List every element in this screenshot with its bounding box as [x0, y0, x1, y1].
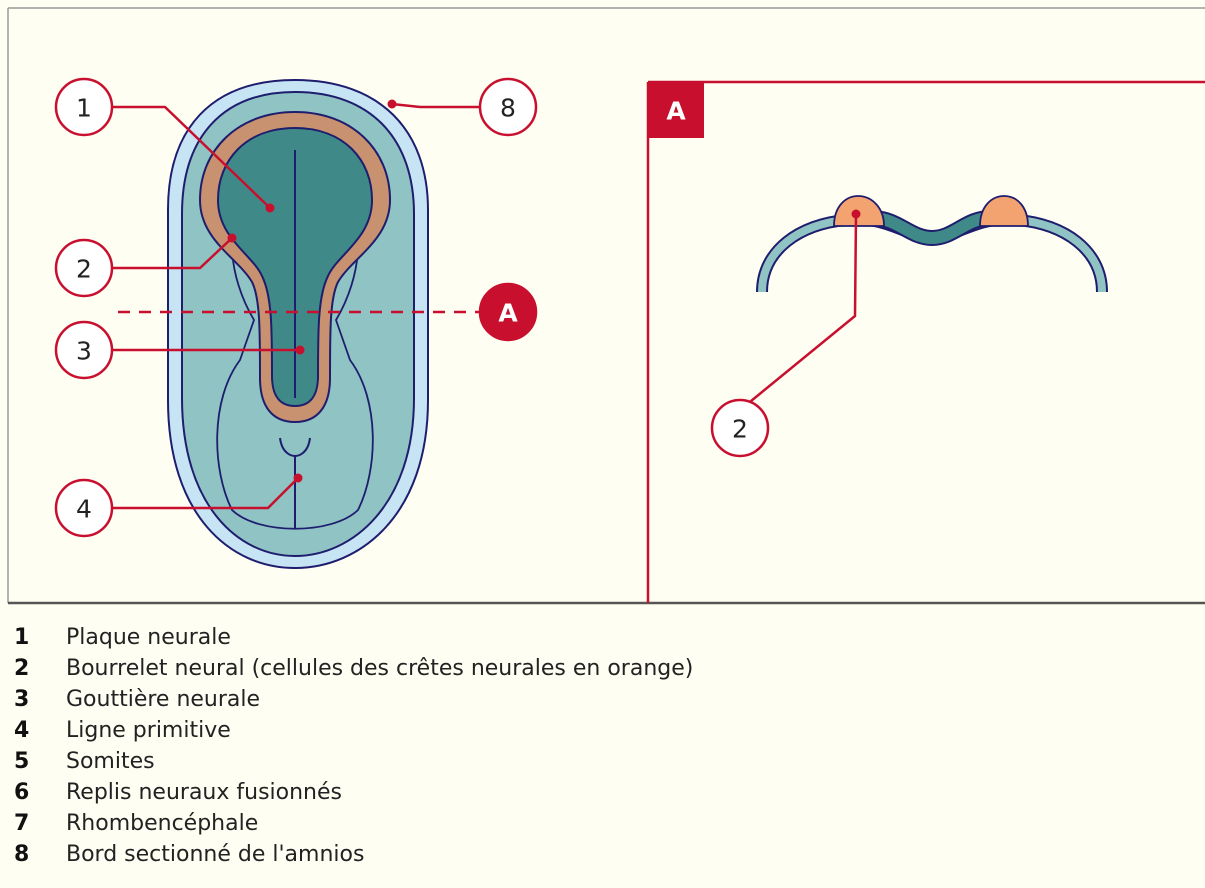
legend-number: 3 — [14, 684, 66, 715]
legend-text: Plaque neurale — [66, 625, 231, 650]
callout-a-label: A — [498, 299, 518, 328]
callout-2-label: 2 — [76, 255, 92, 284]
legend-text: Rhombencéphale — [66, 811, 258, 836]
legend-number: 5 — [14, 746, 66, 777]
diagram-svg: 1 8 2 3 4 A A — [0, 0, 1205, 605]
diagram-area: 1 8 2 3 4 A A — [0, 0, 1205, 605]
legend-number: 6 — [14, 777, 66, 808]
legend-text: Bord sectionné de l'amnios — [66, 842, 364, 867]
callout-8: 8 — [388, 79, 537, 135]
section-neural-fold-right — [980, 196, 1028, 226]
legend-number: 7 — [14, 808, 66, 839]
callout-1-label: 1 — [76, 94, 92, 123]
callout-4-label: 4 — [76, 495, 92, 524]
section-callout-2-label: 2 — [732, 415, 748, 444]
embryo-dorsal-view — [168, 80, 428, 568]
legend-number: 4 — [14, 715, 66, 746]
legend-number: 8 — [14, 839, 66, 870]
legend-number: 1 — [14, 622, 66, 653]
legend-text: Somites — [66, 749, 155, 774]
callout-3-label: 3 — [76, 337, 92, 366]
legend-text: Ligne primitive — [66, 718, 231, 743]
legend-text: Gouttière neurale — [66, 687, 260, 712]
callout-a: A — [480, 284, 536, 340]
callout-8-label: 8 — [500, 94, 516, 123]
legend-number: 2 — [14, 653, 66, 684]
legend-text: Bourrelet neural (cellules des crêtes ne… — [66, 656, 693, 681]
legend-text: Replis neuraux fusionnés — [66, 780, 342, 805]
section-label: A — [666, 97, 686, 126]
section-panel: A 2 — [648, 82, 1205, 603]
